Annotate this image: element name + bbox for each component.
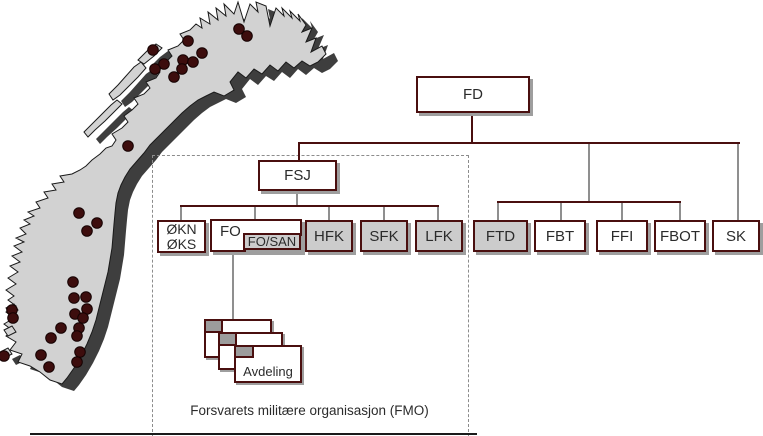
norway-map (0, 0, 338, 391)
org-box-sfk: SFK (360, 220, 408, 252)
connector-stub-sk (737, 144, 739, 220)
org-box-hfk: HFK (305, 220, 353, 252)
org-box-fo-label: FO (220, 223, 241, 240)
org-box-fbot: FBOT (654, 220, 706, 252)
location-dot (71, 330, 83, 342)
org-box-ftd-label: FTD (485, 227, 516, 245)
location-dot (7, 312, 19, 324)
org-box-fsj: FSJ (258, 160, 337, 191)
org-box-sfk-label: SFK (369, 227, 399, 245)
connector-stub-fbot (679, 203, 681, 220)
org-box-oks-label: ØKS (166, 235, 197, 252)
location-dot (182, 35, 194, 47)
location-dot (91, 217, 103, 229)
connector-fsj-down (296, 191, 298, 205)
avdeling-stack-front: Avdeling (234, 345, 302, 383)
location-dot (45, 332, 57, 344)
org-box-okn-oks: ØKN ØKS (157, 220, 206, 253)
connector-main-horizontal (298, 142, 740, 144)
org-box-fd: FD (416, 76, 530, 113)
location-dot (55, 322, 67, 334)
avdeling-label: Avdeling (243, 364, 293, 379)
org-box-fo-san-label: FO/SAN (247, 234, 297, 249)
location-dot (147, 44, 159, 56)
org-box-hfk-label: HFK (314, 227, 344, 245)
avdeling-tab-icon (204, 319, 223, 333)
org-box-fbt-label: FBT (545, 227, 575, 245)
location-dot (158, 58, 170, 70)
avdeling-tab-icon (234, 345, 254, 358)
location-dot (67, 276, 79, 288)
org-box-fo-san: FO/SAN (243, 233, 301, 250)
connector-fd-units-horizontal (497, 201, 681, 203)
connector-stub-ftd (497, 203, 499, 220)
org-box-ffi: FFI (596, 220, 648, 252)
connector-fo-to-avdeling (232, 252, 234, 320)
org-box-fsj-label: FSJ (284, 167, 311, 184)
location-dot (196, 47, 208, 59)
connector-stub-fbt (560, 203, 562, 220)
location-dot (187, 56, 199, 68)
location-dot (73, 207, 85, 219)
org-box-sk: SK (712, 220, 760, 252)
org-box-fbt: FBT (534, 220, 586, 252)
location-dot (80, 291, 92, 303)
location-dot (81, 225, 93, 237)
location-dot (74, 346, 86, 358)
connector-to-fd-units (588, 144, 590, 202)
connector-stub-okn (180, 207, 182, 220)
org-box-okn-label: ØKN (166, 220, 197, 237)
connector-stub-fo (254, 207, 256, 220)
location-dot (176, 63, 188, 75)
location-dot (241, 30, 253, 42)
org-box-fd-label: FD (463, 86, 483, 103)
connector-stub-sfk (383, 207, 385, 220)
location-dot (35, 349, 47, 361)
location-dot (233, 23, 245, 35)
location-dot (0, 350, 10, 362)
connector-to-fsj (298, 144, 300, 160)
location-dot (149, 63, 161, 75)
org-box-lfk: LFK (415, 220, 463, 252)
org-box-ffi-label: FFI (610, 227, 634, 245)
connector-fd-down (471, 113, 473, 142)
connector-stub-lfk (437, 207, 439, 220)
org-box-sk-label: SK (725, 227, 746, 245)
org-box-lfk-label: LFK (425, 227, 453, 245)
connector-fmo-row-horizontal (180, 205, 439, 207)
connector-stub-ffi (621, 203, 623, 220)
org-box-fbot-label: FBOT (660, 227, 700, 245)
location-dot (68, 292, 80, 304)
location-dot (43, 361, 55, 373)
location-dot (168, 71, 180, 83)
location-dots (0, 23, 253, 373)
location-dot (122, 140, 134, 152)
fmo-dashed-border (152, 155, 469, 436)
location-dot (77, 312, 89, 324)
connector-stub-hfk (328, 207, 330, 220)
avdeling-tab-icon (218, 332, 237, 346)
org-box-ftd: FTD (473, 220, 528, 252)
fmo-caption: Forsvarets militære organisasjon (FMO) (190, 403, 429, 418)
location-dot (71, 356, 83, 368)
bottom-edge-line (30, 433, 477, 435)
